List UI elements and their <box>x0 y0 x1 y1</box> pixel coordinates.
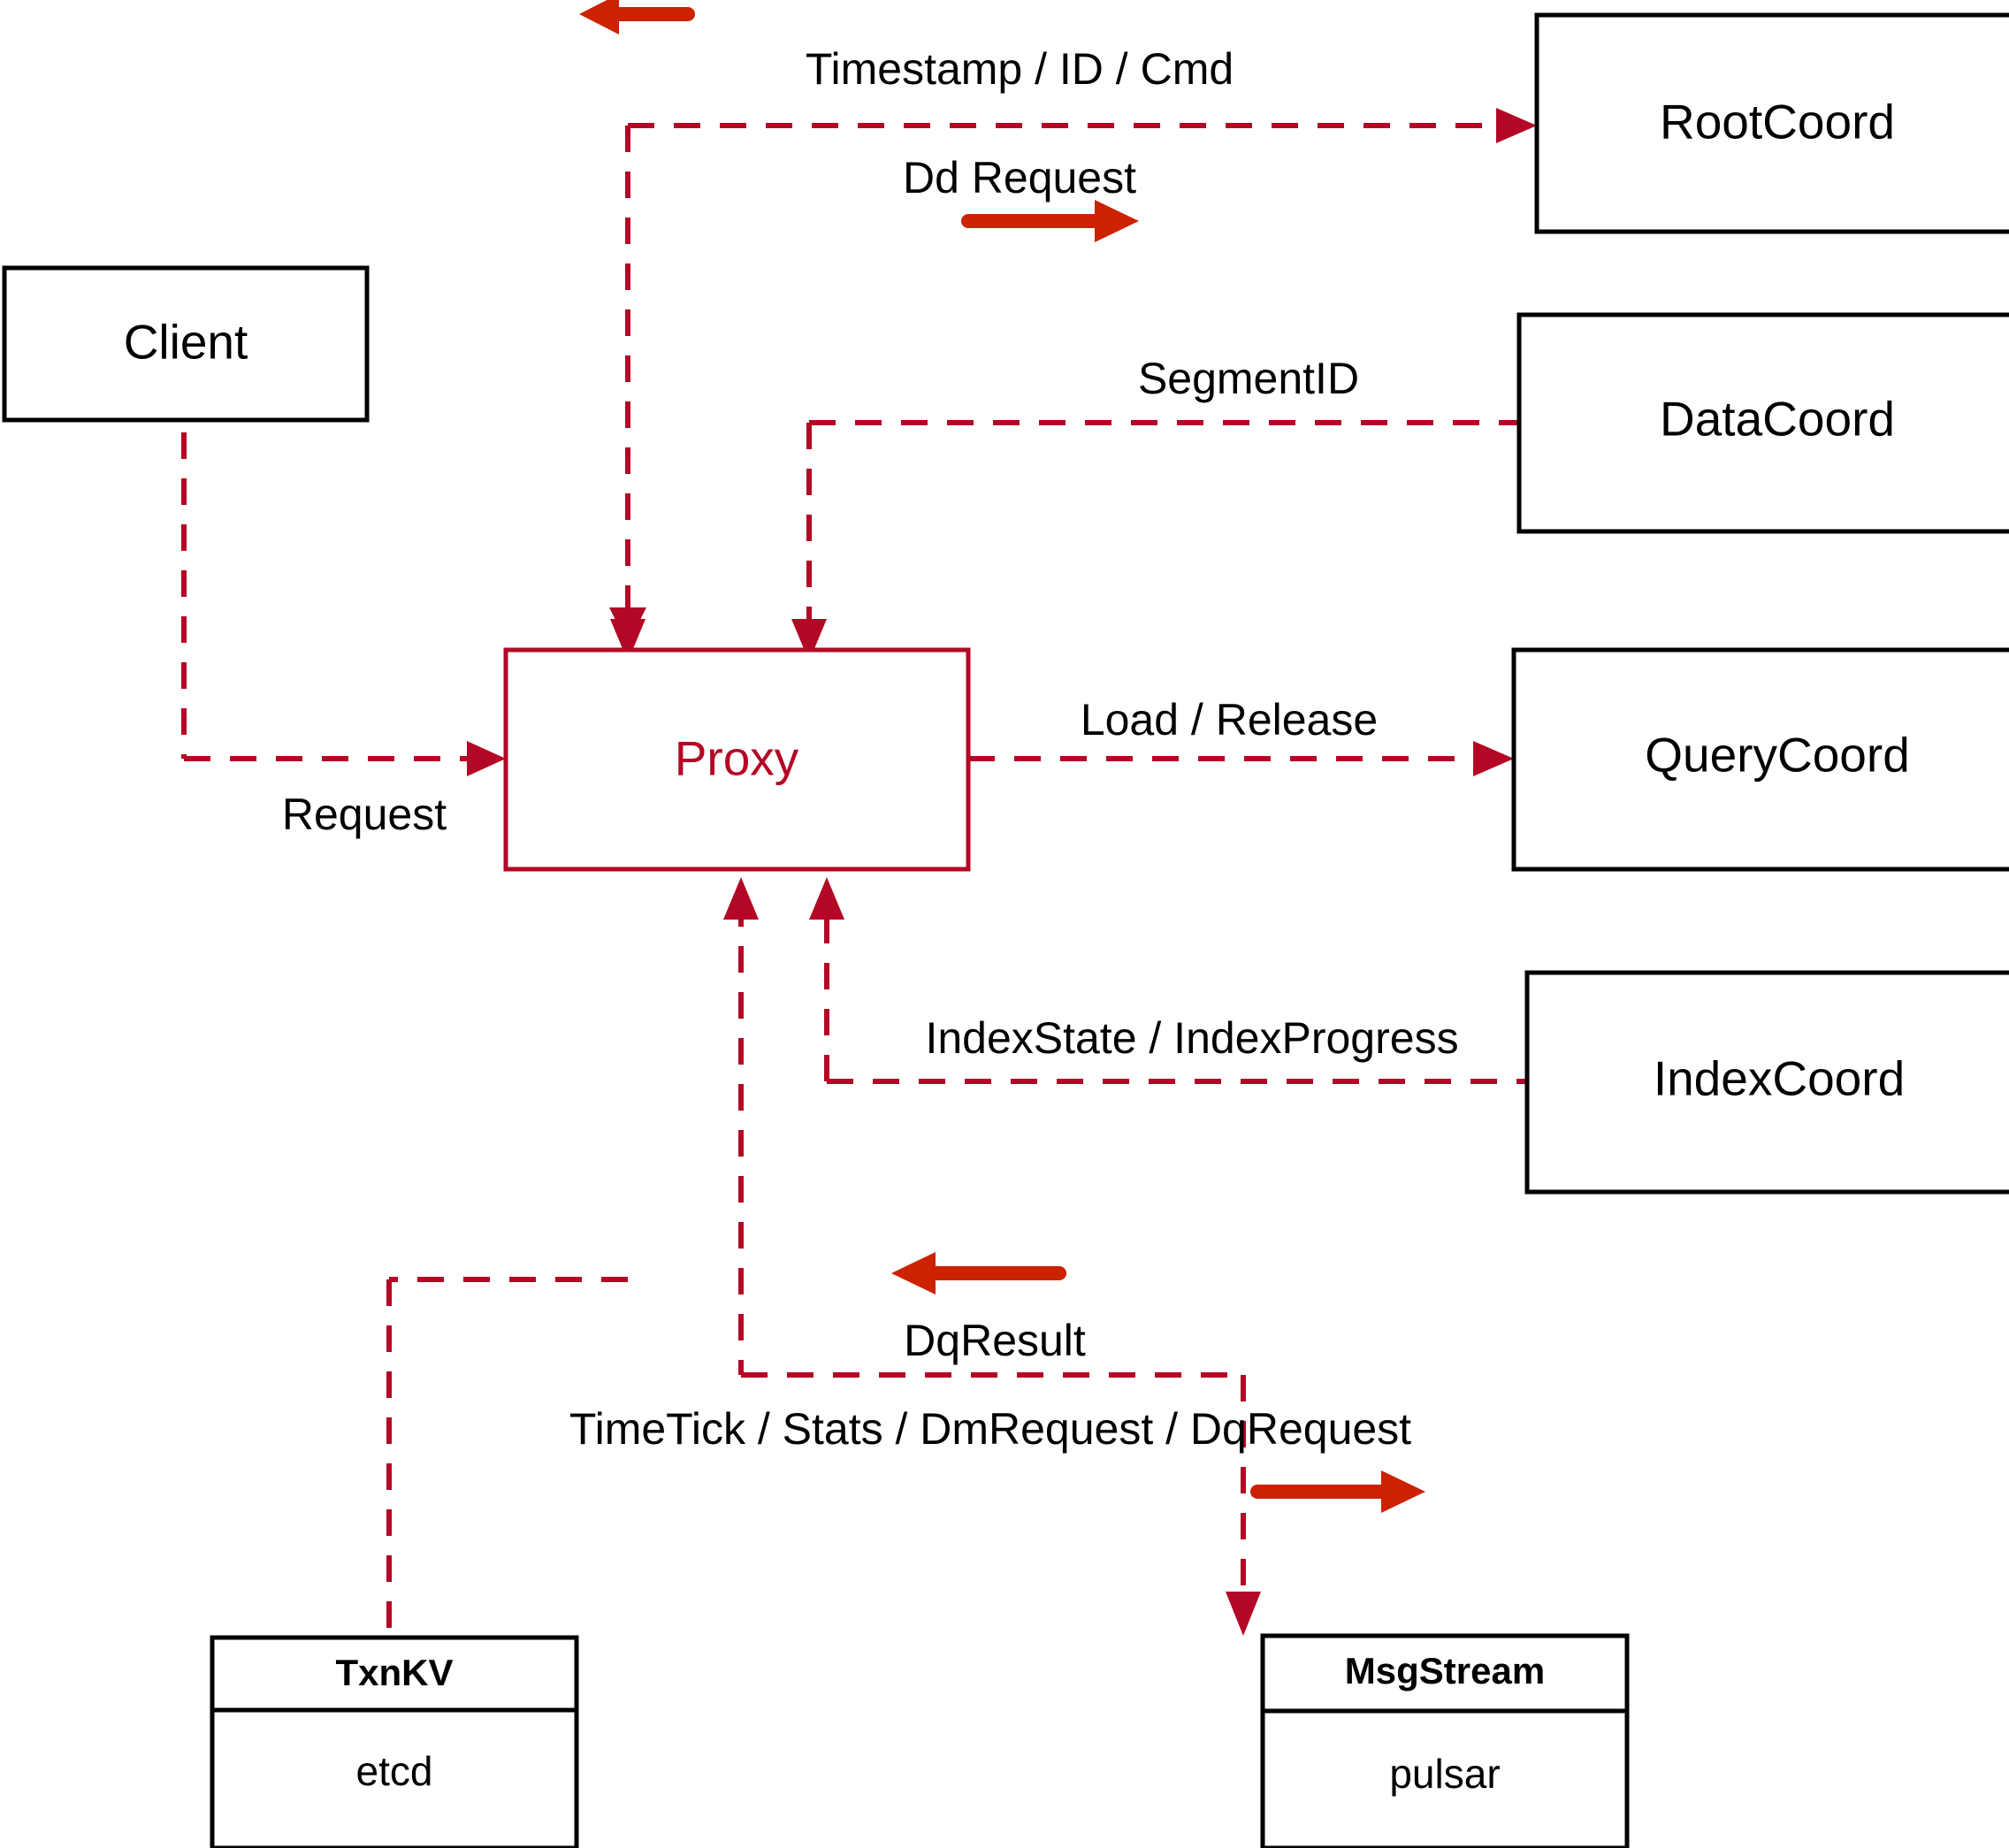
arrowhead-to-querycoord <box>1473 741 1514 776</box>
flow-timestamp-id-cmd <box>609 108 1537 661</box>
direction-arrow-dd-request-right <box>961 200 1139 242</box>
node-datacoord-label: DataCoord <box>1660 392 1895 447</box>
node-querycoord-label: QueryCoord <box>1645 728 1910 783</box>
direction-arrow-timestamp-left <box>579 0 695 34</box>
edge-label-indexstate-indexprogress: IndexState / IndexProgress <box>925 1013 1458 1063</box>
flow-segmentid <box>791 420 1519 661</box>
arrowhead-to-proxy-west <box>467 741 506 776</box>
node-proxy[interactable]: Proxy <box>503 647 971 872</box>
node-client[interactable]: Client <box>2 265 370 423</box>
arrowhead-to-rootcoord <box>1496 108 1537 143</box>
edge-label-dd-request: Dd Request <box>903 153 1136 202</box>
edge-label-request: Request <box>282 790 447 839</box>
node-indexcoord-label: IndexCoord <box>1654 1051 1905 1106</box>
arrowhead-down-to-msgstream <box>1226 1592 1261 1636</box>
node-datacoord[interactable]: DataCoord <box>1516 312 2009 534</box>
edge-label-segmentid: SegmentID <box>1138 354 1359 403</box>
arrowhead-to-proxy-right <box>791 619 827 661</box>
flow-indexstate-indexprogress <box>809 877 1527 1084</box>
node-indexcoord[interactable]: IndexCoord <box>1524 970 2009 1195</box>
node-client-label: Client <box>124 315 248 370</box>
node-msgstream[interactable]: MsgStream pulsar <box>1260 1633 1630 1848</box>
node-msgstream-label: MsgStream <box>1345 1650 1545 1691</box>
arrowhead-up-to-proxy-indexcoord <box>809 877 844 920</box>
flow-timetick-stats-dmrequest-dqrequest <box>723 877 1261 1636</box>
flow-txnkv-link <box>386 1277 628 1638</box>
arrowhead-to-proxy-left <box>610 619 645 661</box>
node-rootcoord[interactable]: RootCoord <box>1534 12 2009 234</box>
node-msgstream-sublabel: pulsar <box>1389 1751 1500 1797</box>
edge-label-load-release: Load / Release <box>1081 695 1378 745</box>
node-rootcoord-label: RootCoord <box>1660 95 1895 149</box>
edge-label-timetick-stats-dmrequest-dqrequest: TimeTick / Stats / DmRequest / DqRequest <box>569 1404 1411 1454</box>
edge-label-dqresult: DqResult <box>904 1316 1086 1365</box>
flow-load-release <box>968 741 1514 776</box>
node-txnkv[interactable]: TxnKV etcd <box>210 1635 579 1848</box>
direction-arrow-dqrequest-right <box>1250 1470 1425 1513</box>
node-querycoord[interactable]: QueryCoord <box>1511 647 2009 872</box>
node-txnkv-label: TxnKV <box>335 1652 453 1693</box>
arrowhead-up-to-proxy-msgstream <box>723 877 759 920</box>
direction-arrow-dqresult-left <box>891 1252 1066 1294</box>
node-txnkv-sublabel: etcd <box>356 1748 433 1794</box>
edge-label-timestamp-id-cmd: Timestamp / ID / Cmd <box>806 44 1234 94</box>
flow-request <box>181 386 506 776</box>
node-proxy-label: Proxy <box>675 731 799 786</box>
